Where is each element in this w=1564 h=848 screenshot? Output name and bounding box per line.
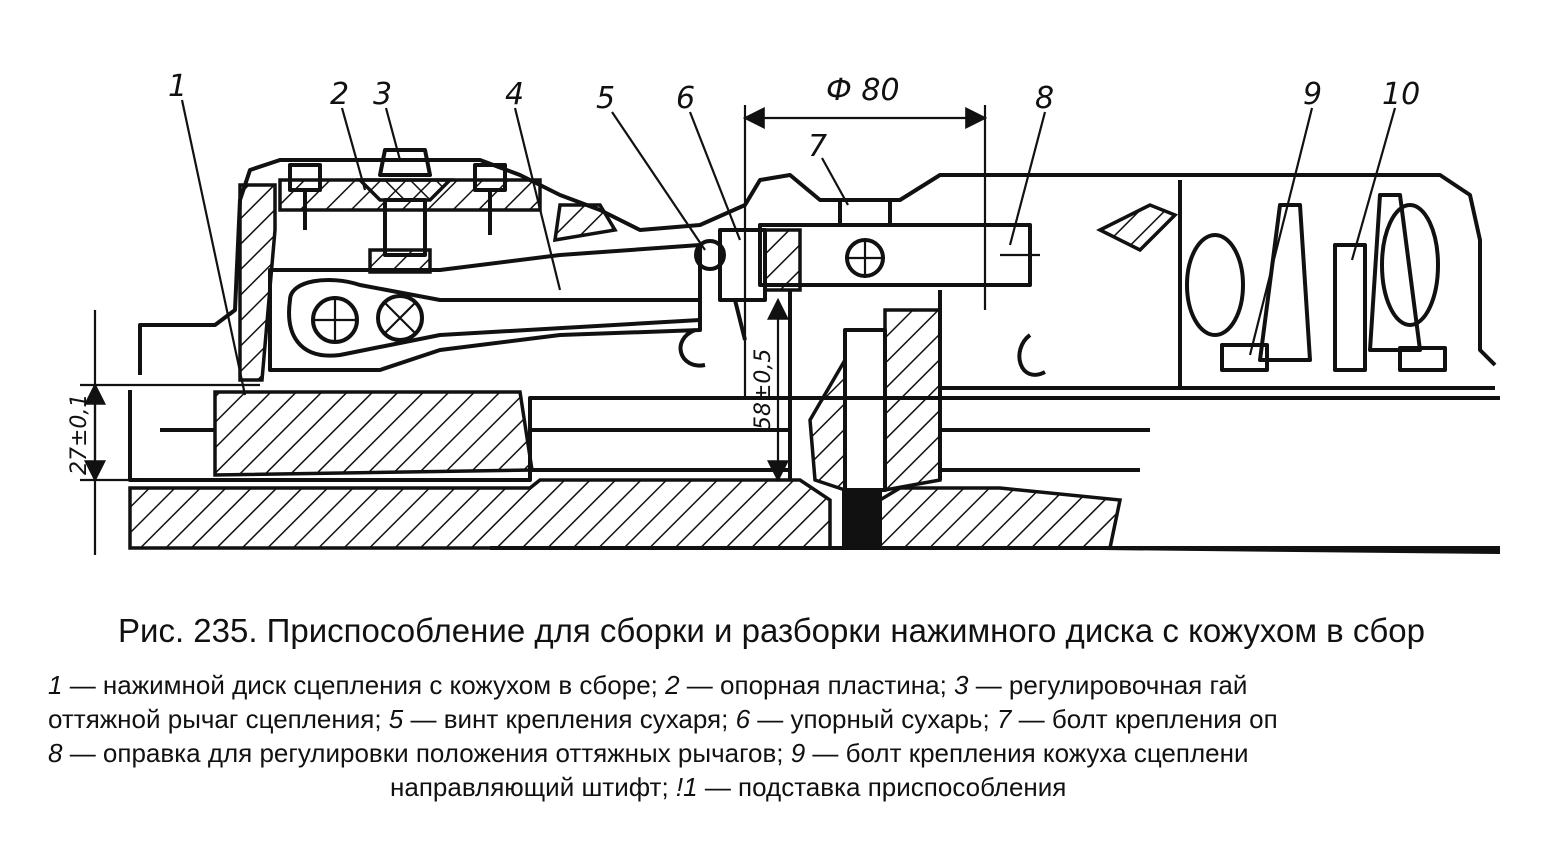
- legend-num: !1: [675, 772, 698, 802]
- caption-title: Рис. 235. Приспособление для сборки и ра…: [118, 612, 1425, 649]
- legend-num: 1: [48, 670, 63, 700]
- release-lever: [268, 243, 702, 372]
- callout-7: 7: [808, 129, 827, 164]
- legend-text: — регулировочная гай: [968, 670, 1248, 700]
- height-mid-label: 58±0,5: [751, 349, 776, 430]
- legend-text: — оправка для регулировки положения оття…: [62, 738, 791, 768]
- thrust-block: [678, 228, 802, 368]
- legend-text: направляющий штифт;: [390, 772, 676, 802]
- clutch-fixture-drawing: Ф 80 27±0,1 58±0,5 1: [67, 69, 1501, 555]
- legend-text: — опорная пластина;: [679, 670, 955, 700]
- callout-10: 10: [1382, 77, 1420, 112]
- height-dimension-left: 27±0,1: [67, 310, 260, 555]
- height-dimension-mid: 58±0,5: [751, 297, 789, 483]
- legend-num: 9: [790, 738, 806, 768]
- legend-text: оттяжной рычаг сцепления;: [48, 704, 389, 734]
- legend-text: — упорный сухарь;: [750, 704, 997, 734]
- legend-num: 3: [954, 670, 969, 700]
- base-stand: [128, 478, 1501, 554]
- callout-6: 6: [676, 81, 695, 116]
- callout-5: 5: [596, 81, 615, 116]
- center-post: [788, 290, 942, 493]
- callout-1: 1: [168, 69, 187, 104]
- pressure-disc: [128, 386, 1500, 482]
- height-left-label: 27±0,1: [67, 394, 92, 475]
- callout-9: 9: [1303, 77, 1322, 112]
- legend-text: — винт крепления сухаря;: [403, 704, 736, 734]
- legend-text: — болт крепления кожуха сцеплени: [805, 738, 1249, 768]
- legend-num: 2: [665, 670, 680, 700]
- diameter-label: Ф 80: [826, 73, 900, 108]
- legend-num: 6: [735, 704, 751, 734]
- legend-text: — подставка приспособления: [697, 772, 1067, 802]
- caption-line-1: 1 — нажимной диск сцепления с кожухом в …: [48, 670, 1247, 701]
- callout-4: 4: [505, 77, 524, 112]
- callout-8: 8: [1035, 81, 1054, 116]
- legend-text: — болт крепления оп: [1011, 704, 1278, 734]
- diameter-dimension: Ф 80: [742, 73, 988, 400]
- legend-num: 5: [388, 704, 404, 734]
- legend-num: 7: [996, 704, 1012, 734]
- callout-2: 2: [330, 77, 349, 112]
- right-housing: [1178, 180, 1447, 390]
- legend-text: — нажимной диск сцепления с кожухом в сб…: [62, 670, 666, 700]
- callout-3: 3: [373, 77, 392, 112]
- caption-line-4: направляющий штифт; !1 — подставка присп…: [390, 772, 1066, 803]
- adjusting-mandrel: [758, 198, 1046, 377]
- clutch-cover: [138, 158, 1497, 382]
- callout-leaders: [180, 99, 1397, 396]
- caption-line-3: 8 — оправка для регулировки положения от…: [48, 738, 1248, 769]
- legend-num: 8: [48, 738, 63, 768]
- caption-line-2: оттяжной рычаг сцепления; 5 — винт крепл…: [48, 704, 1278, 735]
